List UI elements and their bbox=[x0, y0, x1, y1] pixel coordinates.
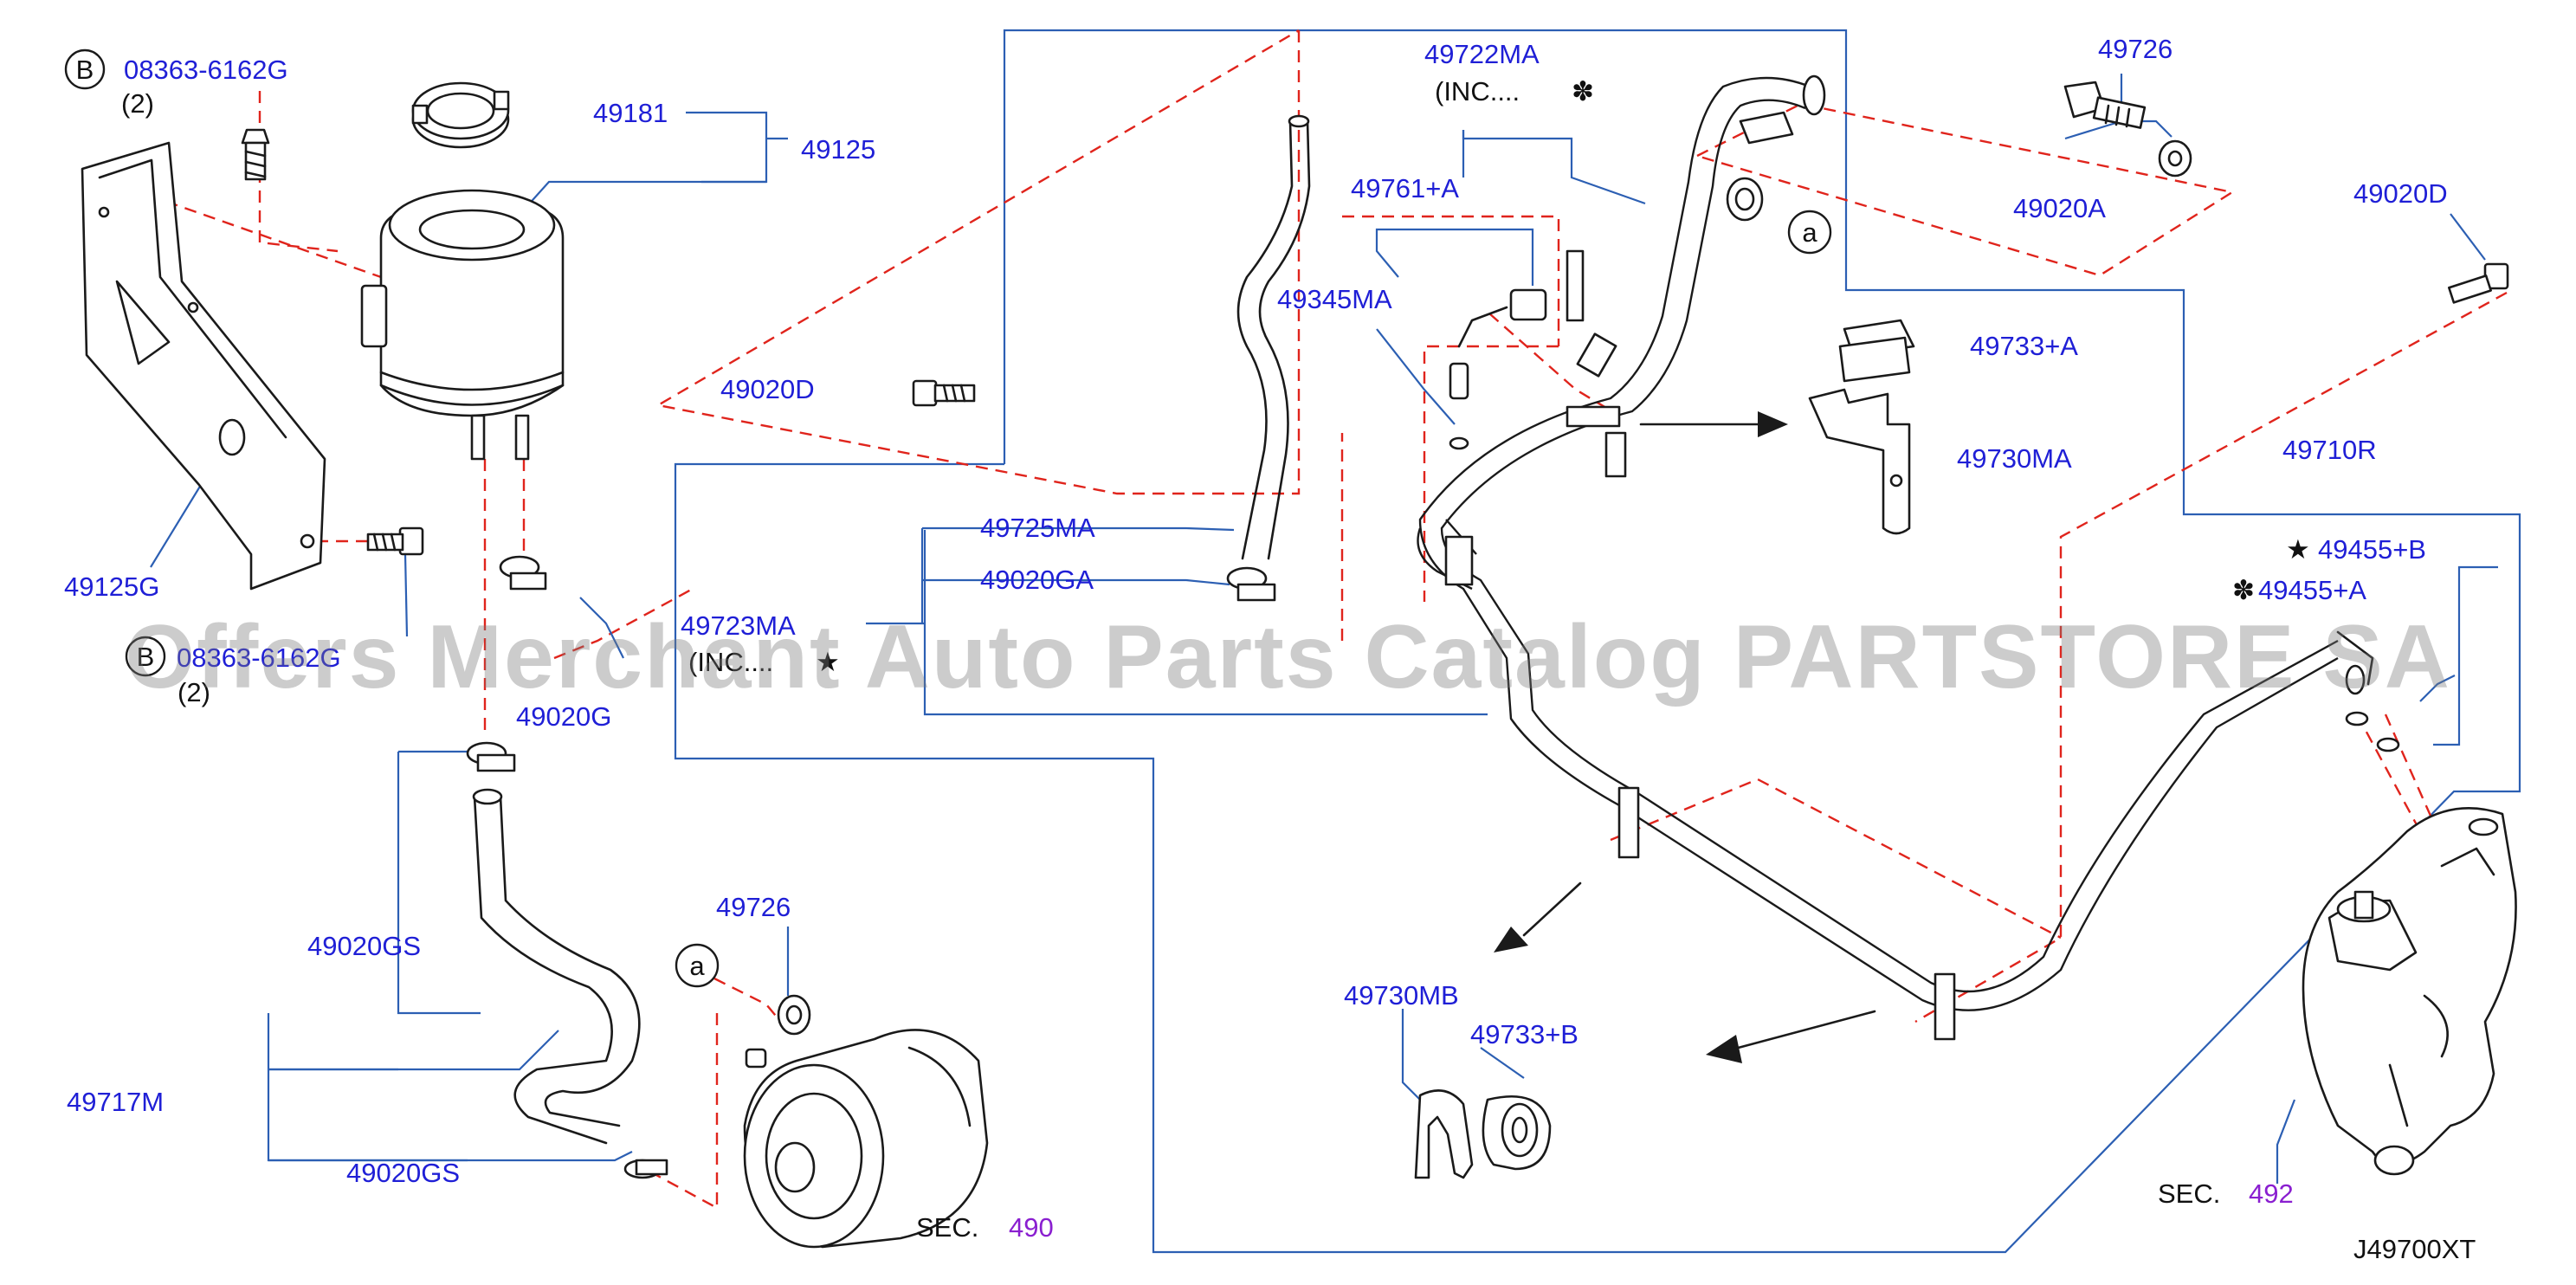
suction-hose-49725MA bbox=[1236, 114, 1311, 560]
callout-a-pump: a bbox=[675, 943, 720, 988]
reservoir-bracket bbox=[81, 141, 326, 591]
label-49717M: 49717M bbox=[67, 1087, 164, 1117]
svg-text:a: a bbox=[689, 951, 705, 981]
reservoir-tank bbox=[360, 189, 565, 461]
label-49723MA: 49723MA bbox=[681, 610, 796, 641]
diagram-code: J49700XT bbox=[2353, 1234, 2476, 1264]
label-49020D-right: 49020D bbox=[2353, 178, 2448, 209]
label-49710R: 49710R bbox=[2282, 435, 2377, 465]
label-qty-top: (2) bbox=[121, 88, 154, 119]
label-49020G: 49020G bbox=[516, 701, 611, 732]
label-49722MA: 49722MA bbox=[1424, 39, 1540, 69]
bracket-49730MA bbox=[1808, 388, 1911, 535]
star-symbol-lower: ★ bbox=[816, 647, 840, 677]
label-49733B: 49733+B bbox=[1470, 1019, 1579, 1049]
svg-text:B: B bbox=[76, 55, 94, 85]
tube-arrow-lower-left bbox=[1494, 881, 1582, 952]
steering-gear-box bbox=[2302, 807, 2517, 1176]
bracket-49730MB bbox=[1414, 1089, 1474, 1179]
label-bolt-08363-6162G-bottom: 08363-6162G bbox=[177, 642, 341, 673]
hose-clamp-49020G bbox=[499, 555, 547, 591]
hose-clamp-49020GA bbox=[1226, 566, 1276, 602]
label-qty-bottom: (2) bbox=[178, 677, 210, 707]
label-49125G: 49125G bbox=[64, 571, 159, 602]
label-49761A: 49761+A bbox=[1351, 173, 1459, 203]
label-49020A: 49020A bbox=[2013, 193, 2106, 223]
svg-text:a: a bbox=[1802, 217, 1817, 248]
clip-49733A bbox=[1838, 319, 1915, 383]
bracket-bolt-top bbox=[241, 128, 270, 181]
label-49733A: 49733+A bbox=[1970, 331, 2078, 361]
label-49725MA: 49725MA bbox=[980, 513, 1095, 543]
label-49726-bottom: 49726 bbox=[716, 892, 791, 922]
pressure-switch-49345MA bbox=[1449, 306, 1508, 450]
label-49730MA: 49730MA bbox=[1957, 443, 2072, 474]
label-49020D-left: 49020D bbox=[720, 374, 815, 404]
label-49345MA: 49345MA bbox=[1277, 284, 1392, 314]
callout-b-top: B bbox=[64, 48, 106, 90]
pressure-tube-49722MA bbox=[1417, 74, 2374, 1041]
label-bolt-08363-6162G-top: 08363-6162G bbox=[124, 55, 288, 85]
return-hose-49717M bbox=[466, 741, 668, 1179]
label-49020GS-bottom: 49020GS bbox=[346, 1158, 460, 1188]
label-49181: 49181 bbox=[593, 98, 668, 128]
label-49125: 49125 bbox=[801, 134, 875, 165]
label-sec-492: 492 bbox=[2249, 1178, 2294, 1209]
steering-pump bbox=[743, 1029, 989, 1249]
label-sec-gear: SEC. bbox=[2158, 1178, 2220, 1209]
bolt-49020D-right bbox=[2447, 262, 2509, 304]
label-49455A: 49455+A bbox=[2258, 575, 2366, 605]
bolt-49020A bbox=[2063, 81, 2147, 129]
tube-clamp-arrow-right bbox=[1639, 411, 1788, 437]
label-49730MB: 49730MB bbox=[1344, 980, 1459, 1011]
pump-washer-49726 bbox=[777, 994, 811, 1036]
svg-text:B: B bbox=[137, 642, 155, 672]
label-49020GS-top: 49020GS bbox=[307, 931, 421, 961]
bracket-bolt-bottom bbox=[366, 526, 424, 556]
grommet-49733B bbox=[1482, 1095, 1552, 1171]
group-frames bbox=[674, 29, 2521, 1254]
label-sec-490: 490 bbox=[1009, 1212, 1054, 1243]
label-49726-top: 49726 bbox=[2098, 34, 2172, 64]
bolt-49020D-left bbox=[912, 379, 976, 407]
sensor-connector-49761A bbox=[1509, 249, 1585, 322]
washer-49726-top bbox=[2158, 139, 2192, 178]
o-rings-49455 bbox=[2345, 711, 2400, 752]
star-symbol-49455B: ★ bbox=[2286, 534, 2310, 565]
reservoir-cap bbox=[411, 81, 510, 149]
tube-arrow-lower-mid bbox=[1706, 1010, 1876, 1063]
label-49020GA: 49020GA bbox=[980, 565, 1094, 595]
label-inc-lower: (INC.... bbox=[688, 647, 773, 677]
flower-symbol-49455A: ✽ bbox=[2232, 575, 2255, 605]
leader-lines bbox=[150, 74, 2498, 1191]
label-inc-upper: (INC.... bbox=[1435, 76, 1520, 107]
label-sec-pump: SEC. bbox=[916, 1212, 978, 1243]
label-49455B: 49455+B bbox=[2318, 534, 2426, 565]
callout-a-tube: a bbox=[1787, 210, 1832, 255]
callout-b-bottom: B bbox=[125, 636, 166, 677]
flower-symbol-upper: ✽ bbox=[1572, 76, 1594, 107]
